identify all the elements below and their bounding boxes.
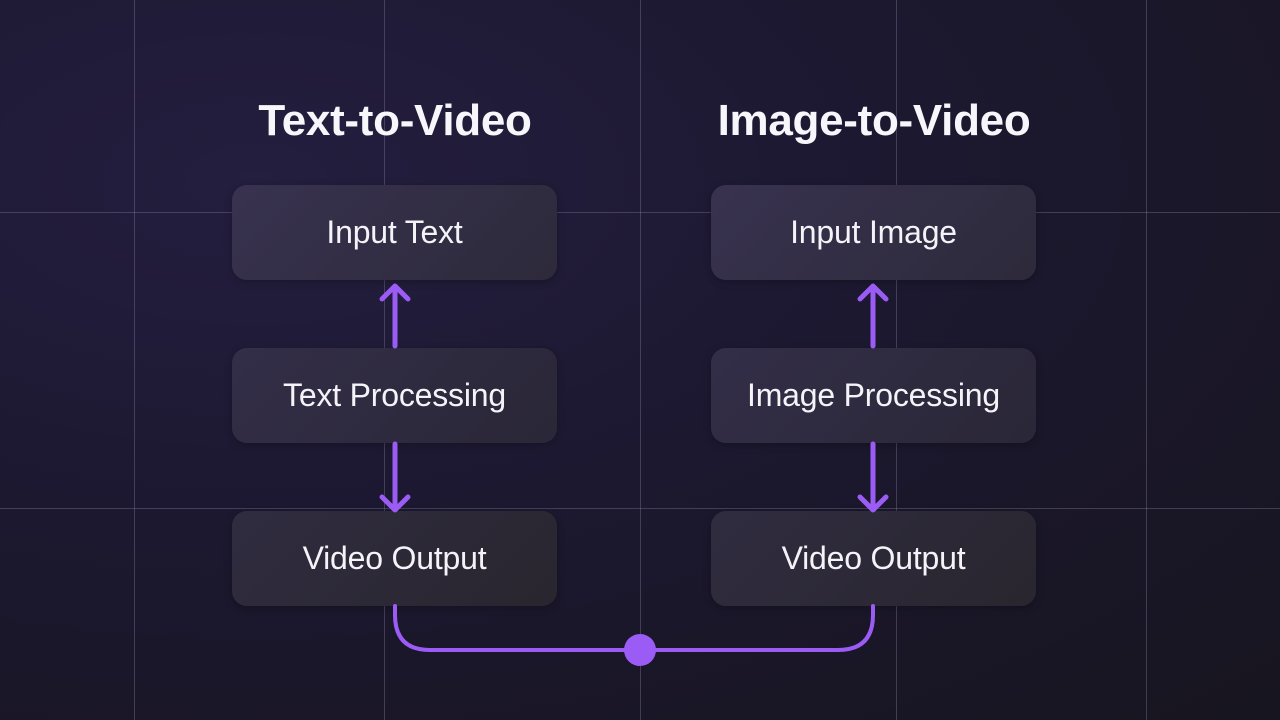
column-title-image-to-video: Image-to-Video	[717, 96, 1031, 145]
arrow-down-icon	[379, 441, 411, 513]
node-label: Image Processing	[747, 377, 1000, 413]
node-input-text: Input Text	[232, 185, 557, 280]
node-label: Text Processing	[283, 377, 506, 413]
arrow-up-icon	[857, 283, 889, 349]
grid-line-horizontal	[0, 212, 1280, 213]
grid-line-vertical	[1146, 0, 1147, 720]
node-label: Input Image	[790, 214, 957, 250]
arrow-up-icon	[379, 283, 411, 349]
grid-line-vertical	[134, 0, 135, 720]
node-label: Video Output	[302, 540, 487, 576]
column-title-text-to-video: Text-to-Video	[258, 96, 532, 145]
merge-connector-line	[393, 604, 875, 652]
arrow-down-icon	[857, 441, 889, 513]
node-input-image: Input Image	[711, 185, 1036, 280]
node-label: Video Output	[781, 540, 966, 576]
node-image-processing: Image Processing	[711, 348, 1036, 443]
node-video-output-right: Video Output	[711, 511, 1036, 606]
node-label: Input Text	[326, 214, 463, 250]
grid-line-vertical	[640, 0, 641, 720]
node-text-processing: Text Processing	[232, 348, 557, 443]
grid-line-horizontal	[0, 508, 1280, 509]
node-video-output-left: Video Output	[232, 511, 557, 606]
